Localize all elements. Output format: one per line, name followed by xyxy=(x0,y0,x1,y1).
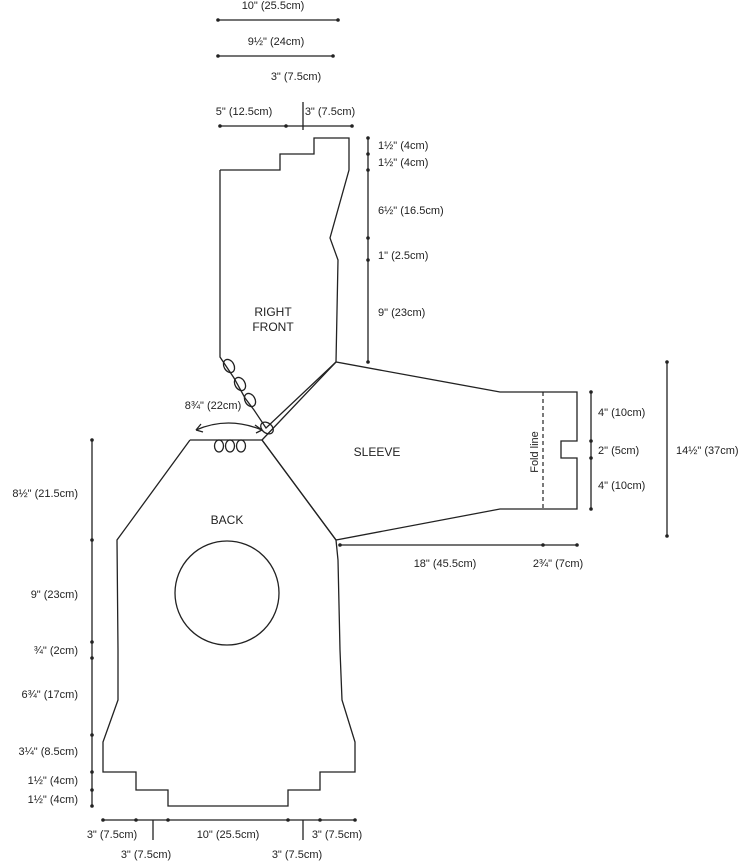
dim-label-back-2: 9" (23cm) xyxy=(31,589,78,601)
dim-label-back-1: 8½" (21.5cm) xyxy=(12,488,78,500)
dim-label-back-7: 1½" (4cm) xyxy=(28,794,78,806)
back-outline xyxy=(102,439,356,807)
right-front-piece: RIGHT FRONT xyxy=(213,137,350,453)
fold-line-label: Fold line xyxy=(529,431,541,473)
dim-label-rf-3: 6½" (16.5cm) xyxy=(378,205,444,217)
dim-label-rf-5: 9" (23cm) xyxy=(378,307,425,319)
top-dimensions: 10" (25.5cm) 9½" (24cm) 3" (7.5cm) 5" (1… xyxy=(216,0,355,130)
dim-label-bottom-4: 3" (7.5cm) xyxy=(121,849,171,861)
button-marks xyxy=(213,358,274,453)
right-front-outline xyxy=(219,137,350,430)
back-label: BACK xyxy=(211,513,244,527)
dim-label-back-6: 1½" (4cm) xyxy=(28,775,78,787)
sleeve-piece: Fold line SLEEVE xyxy=(261,361,578,541)
dim-label-sleeve-total: 14½" (37cm) xyxy=(676,445,739,457)
dim-label-cuff-length: 2¾" (7cm) xyxy=(533,558,583,570)
dim-label-top-3: 3" (7.5cm) xyxy=(271,71,321,83)
right-front-label-1: RIGHT xyxy=(254,305,292,319)
dim-label-cuff-2: 2" (5cm) xyxy=(598,445,639,457)
dim-label-bottom-1: 3" (7.5cm) xyxy=(87,829,137,841)
dim-label-top-1: 10" (25.5cm) xyxy=(242,0,305,12)
dim-label-bottom-2: 10" (25.5cm) xyxy=(197,829,260,841)
back-dimensions: 8½" (21.5cm) 9" (23cm) ¾" (2cm) 6¾" (17c… xyxy=(12,438,94,808)
dim-label-top-5: 3" (7.5cm) xyxy=(305,106,355,118)
back-circle xyxy=(174,540,280,646)
sleeve-outline xyxy=(261,361,578,541)
dim-label-sleeve-length: 18" (45.5cm) xyxy=(414,558,477,570)
dim-label-bottom-5: 3" (7.5cm) xyxy=(272,849,322,861)
dim-label-rf-1: 1½" (4cm) xyxy=(378,140,428,152)
dim-label-back-3: ¾" (2cm) xyxy=(34,645,78,657)
dim-label-back-5: 3¼" (8.5cm) xyxy=(18,746,78,758)
dim-label-top-4: 5" (12.5cm) xyxy=(216,106,272,118)
bottom-dimensions: 3" (7.5cm) 10" (25.5cm) 3" (7.5cm) 3" (7… xyxy=(87,818,362,861)
dim-label-bottom-3: 3" (7.5cm) xyxy=(312,829,362,841)
back-piece: BACK xyxy=(102,439,356,807)
neck-dimension: 8¾" (22cm) xyxy=(185,400,263,434)
dim-label-rf-2: 1½" (4cm) xyxy=(378,157,428,169)
dim-label-back-4: 6¾" (17cm) xyxy=(22,689,78,701)
dim-label-cuff-1: 4" (10cm) xyxy=(598,407,645,419)
neck-arrow-left xyxy=(195,423,204,433)
dim-label-cuff-3: 4" (10cm) xyxy=(598,480,645,492)
right-front-dimensions: 1½" (4cm) 1½" (4cm) 6½" (16.5cm) 1" (2.5… xyxy=(366,136,444,364)
dim-label-neck: 8¾" (22cm) xyxy=(185,400,241,412)
sleeve-label: SLEEVE xyxy=(354,445,401,459)
dim-label-top-2: 9½" (24cm) xyxy=(248,36,304,48)
dim-label-rf-4: 1" (2.5cm) xyxy=(378,250,428,262)
neck-arc xyxy=(195,422,263,431)
neck-arrow-right xyxy=(254,424,263,434)
sleeve-dimensions: 4" (10cm) 2" (5cm) 4" (10cm) 14½" (37cm)… xyxy=(338,360,739,570)
right-front-label-2: FRONT xyxy=(252,320,294,334)
